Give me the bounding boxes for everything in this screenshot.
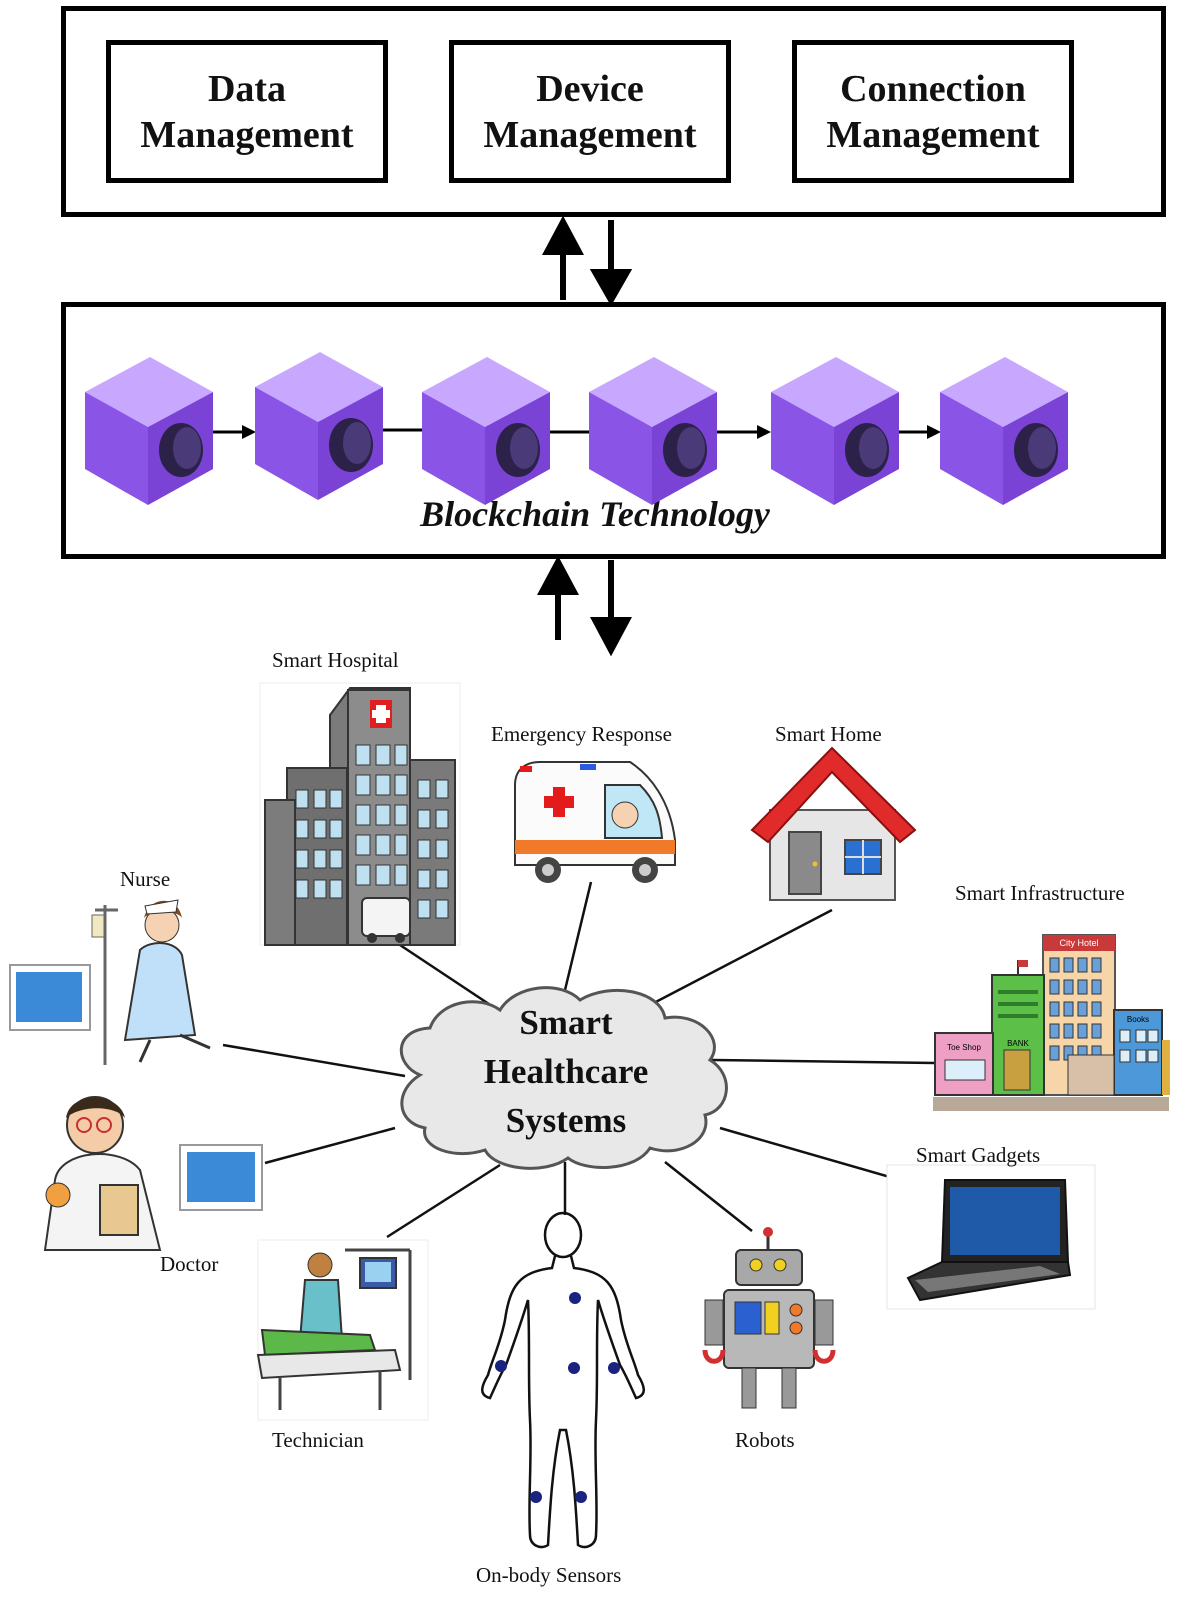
- data-management-line1: Data: [207, 67, 287, 110]
- cloud-hub-icon: [399, 986, 728, 1170]
- hospital-icon: [259, 682, 461, 946]
- ambulance-icon: [514, 761, 676, 883]
- block-5: [771, 357, 899, 505]
- connection-management-line1: Connection: [840, 67, 1026, 110]
- bank-sign: BANK: [1007, 1039, 1029, 1048]
- blockchain-blocks: [85, 352, 1068, 505]
- label-smart-hospital: Smart Hospital: [272, 648, 399, 672]
- label-smart-infrastructure: Smart Infrastructure: [955, 881, 1125, 905]
- block-1: [85, 357, 213, 505]
- data-management-line2: Management: [140, 113, 354, 156]
- nurse-icon: [9, 899, 211, 1065]
- hub-line3: Systems: [505, 1101, 627, 1140]
- label-nurse: Nurse: [120, 867, 171, 891]
- arrows-blockchain-hub: [537, 555, 632, 657]
- block-6: [940, 357, 1068, 505]
- technician-icon: [256, 1239, 429, 1421]
- hub-line1: Smart: [519, 1003, 613, 1042]
- laptop-icon: [886, 1164, 1096, 1310]
- city-buildings-icon: [933, 934, 1170, 1111]
- label-on-body-sensors: On-body Sensors: [476, 1563, 622, 1587]
- label-technician: Technician: [272, 1428, 364, 1452]
- label-doctor: Doctor: [160, 1252, 219, 1276]
- block-3: [422, 357, 550, 505]
- block-2: [255, 352, 383, 500]
- house-icon: [750, 746, 917, 901]
- device-management-line1: Device: [536, 67, 644, 110]
- robot-icon: [702, 1227, 836, 1409]
- books-sign: Books: [1127, 1015, 1149, 1024]
- label-smart-home: Smart Home: [775, 722, 882, 746]
- connection-management-line2: Management: [826, 113, 1040, 156]
- human-body-icon: [481, 1211, 645, 1549]
- arrows-mgmt-blockchain: [542, 215, 633, 307]
- doctor-icon: [43, 1096, 263, 1251]
- hotel-sign: City Hotel: [1059, 938, 1098, 948]
- hub-line2: Healthcare: [483, 1052, 649, 1091]
- label-emergency-response: Emergency Response: [491, 722, 672, 746]
- hub-title: Smart Healthcare Systems: [436, 998, 696, 1145]
- block-4: [589, 357, 717, 505]
- label-robots: Robots: [735, 1428, 795, 1452]
- device-management-line2: Management: [483, 113, 697, 156]
- body-sensor-dots: [495, 1292, 620, 1503]
- hub-spokes: [222, 881, 946, 1239]
- shop-sign: Toe Shop: [947, 1043, 981, 1052]
- label-smart-gadgets: Smart Gadgets: [916, 1143, 1041, 1167]
